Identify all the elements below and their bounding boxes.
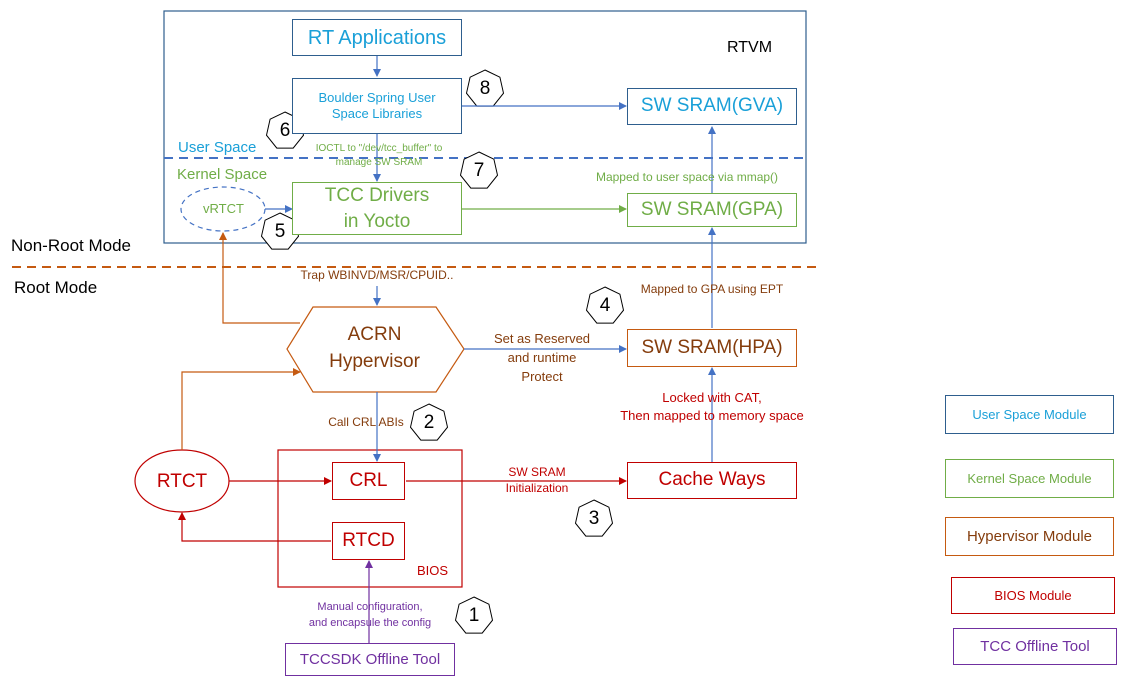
arrow-rtct-to-acrn [181, 368, 301, 450]
mmap-label: Mapped to user space via mmap() [595, 170, 779, 184]
rt-applications-box: RT Applications [292, 19, 462, 56]
step-3-marker: 3 [588, 508, 600, 529]
boulder-spring-box: Boulder Spring User Space Libraries [292, 78, 462, 134]
tccsdk-offline-tool-box: TCCSDK Offline Tool [285, 643, 455, 676]
step-1-marker-heptagon [454, 596, 494, 634]
manual-config-label: Manual configuration, and encapsule the … [308, 601, 432, 629]
trap-label: Trap WBINVD/MSR/CPUID.. [300, 268, 454, 282]
ioctl-label: IOCTL to "/dev/tcc_buffer" to manage SW … [315, 143, 443, 168]
step-2-marker: 2 [423, 412, 435, 433]
arrow-rtcd-to-rtct [178, 512, 331, 542]
reserved-label: Set as Reserved and runtime Protect [493, 331, 591, 384]
legend-hypervisor-module: Hypervisor Module [945, 517, 1114, 556]
crl-box: CRL [332, 462, 405, 500]
locked-label: Locked with CAT, Then mapped to memory s… [620, 390, 804, 424]
bios-frame [277, 449, 463, 588]
rtct-label: RTCT [156, 471, 208, 492]
ept-label: Mapped to GPA using EPT [640, 282, 784, 296]
user-space-label: User Space [178, 139, 257, 156]
legend-kernel-space-module: Kernel Space Module [945, 459, 1114, 498]
bios-label: BIOS [417, 563, 449, 578]
step-1-marker: 1 [468, 605, 480, 626]
non-root-mode-label: Non-Root Mode [11, 236, 132, 255]
step-3-marker-heptagon [574, 499, 614, 537]
call-crl-label: Call CRL ABIs [328, 415, 404, 429]
tcc-drivers-box: TCC Drivers in Yocto [292, 182, 462, 235]
sw-sram-hpa-box: SW SRAM(HPA) [627, 329, 797, 367]
arrow-acrn-to-vrtct [219, 232, 300, 324]
sw-sram-gva-box: SW SRAM(GVA) [627, 88, 797, 125]
vrtct-label: vRTCT [203, 201, 244, 216]
step-5-marker: 5 [274, 221, 286, 242]
rtcd-box: RTCD [332, 522, 405, 560]
step-7-marker-heptagon [459, 151, 499, 189]
rtvm-frame [163, 10, 807, 244]
step-4-marker: 4 [599, 295, 611, 316]
acrn-label: ACRN Hypervisor [329, 324, 420, 372]
step-markers [260, 69, 625, 634]
step-4-marker-heptagon [585, 286, 625, 324]
sram-init-label: SW SRAM Initialization [505, 465, 569, 496]
legend-user-space-module: User Space Module [945, 395, 1114, 434]
step-2-marker-heptagon [409, 403, 449, 441]
root-mode-label: Root Mode [14, 278, 98, 297]
rtvm-label: RTVM [727, 39, 773, 56]
step-7-marker: 7 [473, 160, 485, 181]
legend-tcc-offline-tool: TCC Offline Tool [953, 628, 1117, 665]
cache-ways-box: Cache Ways [627, 462, 797, 499]
step-8-marker: 8 [479, 78, 491, 99]
kernel-space-label: Kernel Space [177, 166, 268, 183]
legend-bios-module: BIOS Module [951, 577, 1115, 614]
sw-sram-gpa-box: SW SRAM(GPA) [627, 193, 797, 227]
step-6-marker: 6 [279, 120, 291, 141]
acrn-hexagon [286, 306, 465, 393]
